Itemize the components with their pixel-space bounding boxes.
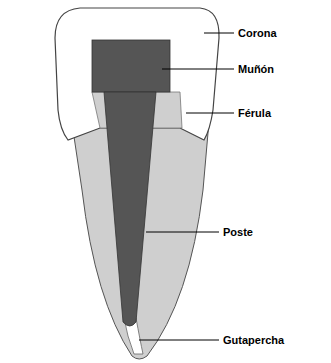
leader-lines bbox=[139, 33, 234, 340]
post bbox=[104, 92, 156, 326]
part-label: Poste bbox=[223, 226, 253, 239]
part-label: Gutapercha bbox=[223, 334, 284, 347]
part-label: Muñón bbox=[238, 63, 274, 76]
part-label: Férula bbox=[238, 107, 271, 120]
core bbox=[92, 40, 170, 92]
part-label: Corona bbox=[238, 27, 277, 40]
